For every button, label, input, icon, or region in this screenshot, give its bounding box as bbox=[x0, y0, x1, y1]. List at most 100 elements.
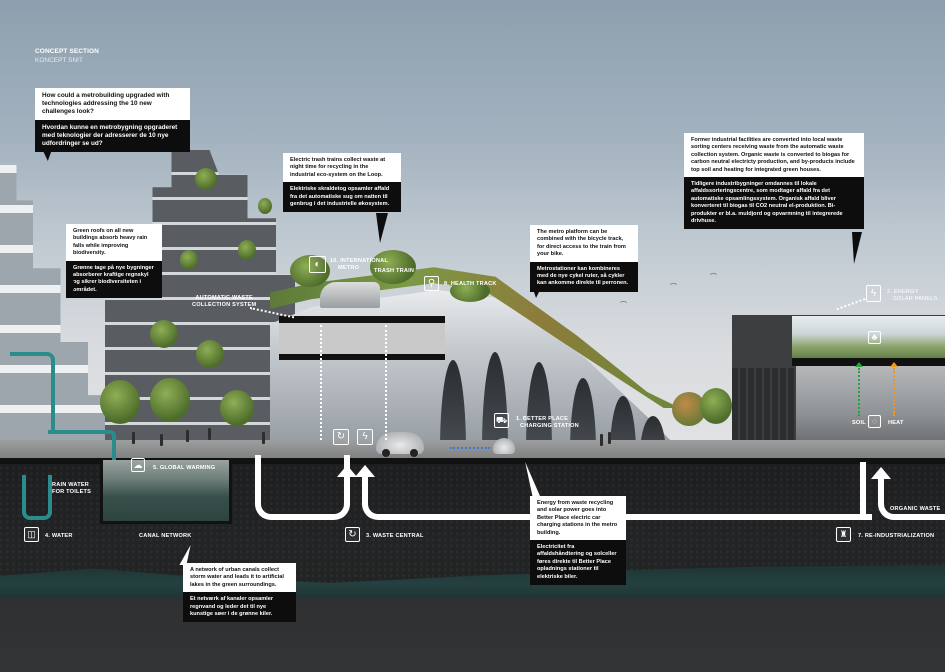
metro-arches bbox=[440, 320, 670, 460]
label-line: SOLAR PANELS bbox=[893, 296, 938, 302]
label-heat: HEAT bbox=[888, 420, 904, 426]
label-line: METRO bbox=[338, 265, 360, 271]
label-waste-collection-system: AUTOMATIC WASTE COLLECTION SYSTEM bbox=[192, 295, 256, 309]
ground-surface-line bbox=[0, 458, 945, 464]
callout-industrial: Former industrial facilities are convert… bbox=[684, 133, 864, 230]
rainwater-pipe bbox=[22, 475, 52, 520]
callout-trash-trains-en: Electric trash trains collect waste at n… bbox=[283, 153, 401, 183]
waste-pipe-right bbox=[860, 462, 866, 517]
factory-icon: ♜ bbox=[836, 527, 851, 542]
charging-cable-line bbox=[450, 447, 490, 449]
waste-dotted-line bbox=[320, 325, 322, 440]
label-line: AUTOMATIC WASTE bbox=[195, 295, 253, 301]
organic-waste-pipe bbox=[878, 478, 945, 520]
lightning-icon: ϟ bbox=[357, 429, 373, 445]
callout-canal-en: A network of urban canals collect storm … bbox=[183, 563, 296, 593]
soil-arrow-icon bbox=[855, 362, 863, 367]
label-canal-network: CANAL NETWORK bbox=[139, 533, 192, 539]
callout-canal: A network of urban canals collect storm … bbox=[183, 563, 296, 623]
label-water: 4. WATER bbox=[45, 533, 73, 539]
label-waste-central: 3. WASTE CENTRAL bbox=[366, 533, 424, 539]
label-trash-train: TRASH TRAIN bbox=[374, 268, 415, 274]
street-tree bbox=[220, 390, 254, 426]
waste-pipe-left bbox=[255, 455, 350, 520]
label-rain-water: RAIN WATER FOR TOILETS bbox=[52, 482, 91, 496]
label-better-place: 1. BETTER PLACE CHARGING STATION bbox=[516, 416, 579, 430]
label-health-track: 8. HEALTH TRACK bbox=[444, 281, 497, 287]
label-line: FOR TOILETS bbox=[52, 489, 92, 495]
heat-arrow-icon bbox=[890, 362, 898, 367]
callout-energy-en: Energy from waste recycling and solar po… bbox=[530, 496, 626, 541]
callout-energy-da: Electricitet fra affaldshåndtering og so… bbox=[530, 540, 626, 586]
metro-platform-interior bbox=[279, 316, 445, 360]
callout-industrial-da: Tidligere industribygninger omdannes til… bbox=[684, 177, 864, 230]
label-re-industrialization: 7. RE-INDUSTRIALIZATION bbox=[858, 533, 935, 539]
callout-green-roofs-en: Green roofs on all new buildings absorb … bbox=[66, 224, 162, 261]
roof-tree bbox=[238, 240, 256, 260]
label-international-metro: 10. INTERNATIONAL METRO bbox=[330, 258, 388, 272]
street-level bbox=[0, 440, 945, 460]
cloud-icon: ☁ bbox=[131, 458, 145, 472]
lightning-icon: ϟ bbox=[866, 285, 881, 302]
callout-industrial-en: Former industrial facilities are convert… bbox=[684, 133, 864, 178]
rainwater-pipe bbox=[10, 352, 55, 432]
electric-car bbox=[376, 432, 424, 457]
apple-icon: ♣ bbox=[868, 331, 881, 344]
roof-tree bbox=[196, 340, 224, 368]
park-tree bbox=[290, 255, 330, 287]
greenhouse-floor bbox=[792, 358, 945, 366]
callout-trash-trains-da: Elektriske skraldetog opsamler affald fr… bbox=[283, 182, 401, 213]
roof-tree bbox=[258, 198, 272, 214]
arrow-up-icon bbox=[871, 467, 891, 479]
callout-tail bbox=[376, 213, 388, 243]
roof-tree bbox=[150, 320, 178, 348]
callout-metro-platform: The metro platform can be combined with … bbox=[530, 225, 638, 292]
arrow-up-icon bbox=[337, 465, 357, 477]
biogas-icon: ◌ bbox=[868, 415, 881, 428]
waste-dotted-line bbox=[385, 325, 387, 440]
car-icon: ⛟ bbox=[494, 413, 509, 428]
street-tree bbox=[100, 380, 140, 424]
label-line: COLLECTION SYSTEM bbox=[192, 302, 257, 308]
heat-dotted-arrow bbox=[893, 368, 895, 416]
recycle-icon: ↻ bbox=[345, 527, 360, 542]
label-soil: SOIL bbox=[852, 420, 866, 426]
label-line: 2. ENERGY bbox=[887, 289, 919, 295]
callout-canal-da: Et netværk af kanaler opsamler regnvand … bbox=[183, 592, 296, 623]
recycle-icon: ↻ bbox=[333, 429, 349, 445]
callout-intro-en: How could a metrobuilding upgraded with … bbox=[35, 88, 190, 120]
callout-tail bbox=[532, 286, 542, 298]
label-line: 10. INTERNATIONAL bbox=[330, 258, 388, 264]
park-tree bbox=[450, 280, 490, 302]
glass-icon: ◫ bbox=[24, 527, 39, 542]
deep-ground-layer bbox=[0, 598, 945, 672]
section-subtitle: KONCEPT SNIT bbox=[35, 57, 83, 64]
parked-car bbox=[493, 438, 515, 454]
bicycle-icon: ⚲ bbox=[424, 276, 439, 291]
label-energy-solar-panels: 2. ENERGY SOLAR PANELS bbox=[887, 289, 938, 303]
street-tree bbox=[150, 378, 190, 422]
roof-tree bbox=[180, 250, 198, 270]
callout-tail bbox=[852, 232, 862, 264]
street-tree bbox=[700, 388, 732, 424]
callout-green-roofs-da: Grønne tage på nye bygninger absorberer … bbox=[66, 260, 162, 299]
arrow-up-icon bbox=[355, 465, 375, 477]
section-title: CONCEPT SECTION bbox=[35, 48, 99, 55]
label-organic-waste: ORGANIC WASTE bbox=[890, 506, 941, 512]
callout-energy: Energy from waste recycling and solar po… bbox=[530, 496, 626, 586]
callout-intro-da: Hvordan kunne en metrobygning opgraderet… bbox=[35, 119, 190, 153]
callout-trash-trains: Electric trash trains collect waste at n… bbox=[283, 153, 401, 213]
callout-metro-platform-da: Metrostationer kan kombineres med de nye… bbox=[530, 261, 638, 292]
callout-tail bbox=[68, 281, 74, 290]
trash-train bbox=[320, 282, 380, 308]
roof-tree bbox=[195, 168, 217, 190]
label-line: 1. BETTER PLACE bbox=[516, 416, 569, 422]
soil-dotted-arrow bbox=[858, 368, 860, 416]
callout-intro: How could a metrobuilding upgraded with … bbox=[35, 88, 190, 153]
label-global-warming: 5. GLOBAL WARMING bbox=[153, 465, 216, 471]
label-line: CHARGING STATION bbox=[520, 423, 579, 429]
label-line: RAIN WATER bbox=[52, 482, 90, 488]
artificial-lake bbox=[100, 460, 232, 524]
globe-icon: ◐ bbox=[309, 256, 326, 273]
callout-green-roofs: Green roofs on all new buildings absorb … bbox=[66, 224, 162, 299]
